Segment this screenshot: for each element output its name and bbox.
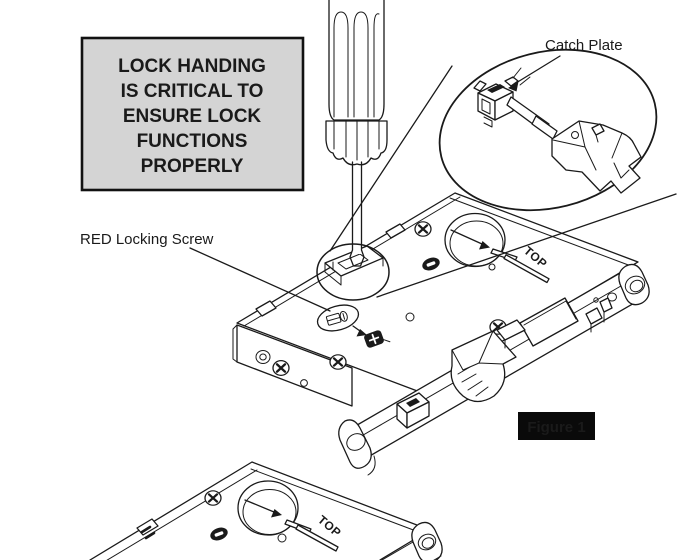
- dark-bushing: [422, 257, 440, 271]
- direction-arrow: [450, 229, 483, 245]
- lock-side-wall: [236, 324, 353, 407]
- lock-edge-notch: [255, 300, 277, 317]
- warning-line: LOCK HANDING: [118, 56, 266, 77]
- deadbolt-opening: [519, 297, 579, 347]
- detail-callout-lines: [329, 65, 677, 298]
- lock-faceplate: [338, 263, 650, 476]
- warning-box: LOCK HANDING IS CRITICAL TO ENSURE LOCK …: [80, 36, 305, 192]
- screwdriver: [325, 0, 388, 267]
- screwdriver-handle: [328, 0, 385, 121]
- mortise-lock-body: TOP: [232, 192, 650, 476]
- warning-line: FUNCTIONS: [137, 131, 248, 152]
- cylinder-hole: [444, 212, 506, 268]
- catch-plate-assembly: [473, 76, 642, 194]
- catch-plate-label: Catch Plate: [545, 37, 623, 54]
- figure-badge: Figure 1: [518, 412, 595, 440]
- figure-badge-label: Figure 1: [527, 419, 585, 436]
- locking-screw-recess: [324, 245, 384, 286]
- red-screw-highlight: [316, 304, 360, 332]
- tip-highlight-circle: [316, 243, 390, 301]
- lock2-dark-bushing: [210, 527, 228, 541]
- red-screw-pointer: [352, 325, 361, 332]
- lock2-handing-slot: [295, 524, 339, 552]
- lock2-cover-screw: [203, 489, 223, 507]
- partial-lock-body: TOP: [89, 461, 443, 560]
- faceplate-top-ear: [618, 263, 650, 306]
- screwdriver-shaft: [349, 161, 365, 267]
- side-hole: [255, 350, 271, 364]
- lock2-faceplate-ear: [411, 521, 443, 560]
- red-locking-screw: [364, 330, 391, 348]
- warning-line: IS CRITICAL TO: [121, 81, 264, 102]
- cover-screw: [413, 220, 433, 238]
- catch-plate-part: [487, 84, 505, 93]
- catch-mechanism-parts: [585, 297, 613, 333]
- catch-plate-detail-view: [438, 48, 658, 212]
- catch-plate-leader-line: [515, 55, 561, 84]
- red-locking-screw-label: RED Locking Screw: [80, 231, 214, 248]
- latch-bolt: [450, 330, 517, 403]
- warning-line: ENSURE LOCK: [123, 106, 262, 127]
- auxiliary-bolt: [396, 392, 430, 429]
- lock2-direction-arrow: [244, 499, 275, 513]
- red-screw-leader-line: [189, 247, 331, 312]
- side-screw: [271, 359, 291, 377]
- cover-screw: [328, 353, 348, 371]
- faceplate-bottom-ear: [338, 419, 372, 469]
- warning-line: PROPERLY: [141, 156, 244, 177]
- handing-slot: [503, 254, 550, 284]
